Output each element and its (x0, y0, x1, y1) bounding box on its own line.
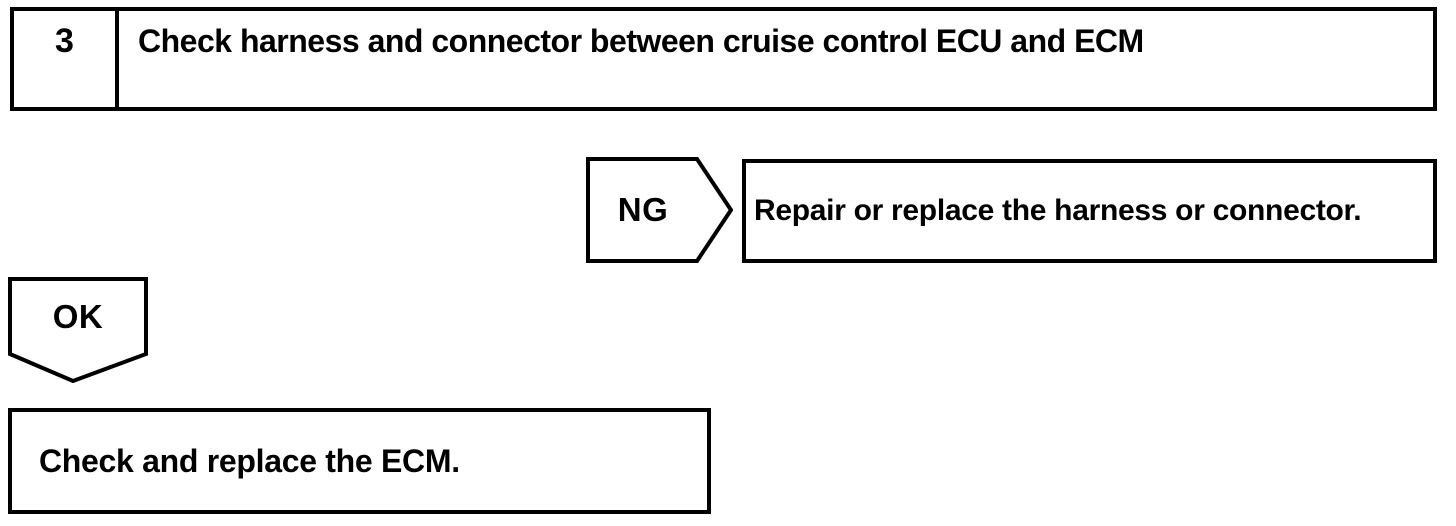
ng-action-box: Repair or replace the harness or connect… (742, 159, 1437, 263)
ok-pentagon-shape (8, 277, 148, 383)
ng-pentagon-shape (586, 157, 733, 263)
ng-action-text: Repair or replace the harness or connect… (754, 194, 1362, 227)
ok-action-text: Check and replace the ECM. (39, 442, 460, 479)
step-header-box: 3 Check harness and connector between cr… (10, 7, 1437, 111)
ng-label: NG (617, 191, 669, 228)
step-title: Check harness and connector between crui… (138, 23, 1144, 59)
ng-branch-arrow: NG (586, 157, 733, 263)
step-number: 3 (14, 11, 119, 107)
ok-branch-arrow: OK (8, 277, 148, 383)
ok-action-box: Check and replace the ECM. (8, 408, 711, 514)
ok-label: OK (52, 298, 104, 335)
